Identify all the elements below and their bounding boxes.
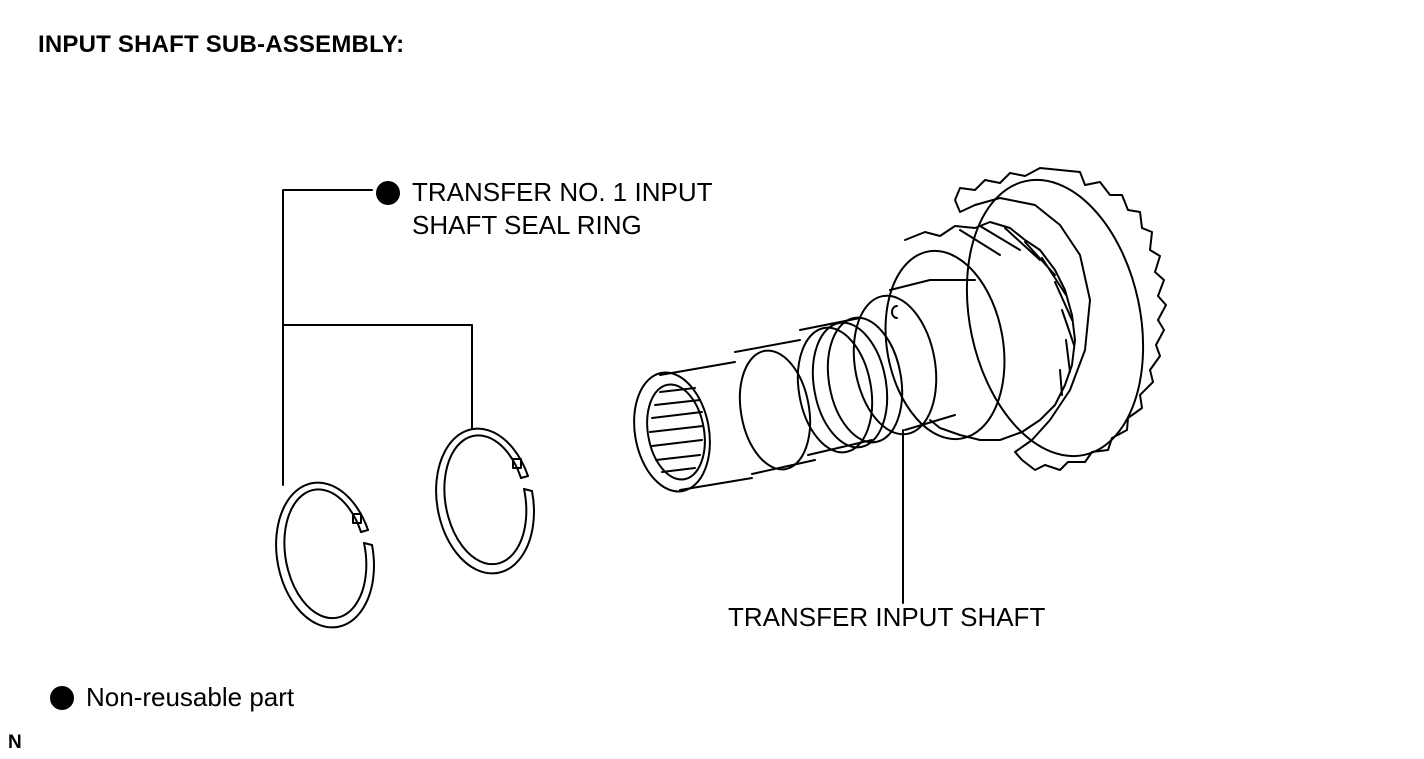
seal-ring-left xyxy=(275,481,375,629)
internal-splines xyxy=(649,387,704,473)
diagram-title: INPUT SHAFT SUB-ASSEMBLY: xyxy=(38,31,405,58)
seal-ring-label-line2: SHAFT SEAL RING xyxy=(412,210,642,240)
rear-gear-teeth xyxy=(954,167,1167,471)
seal-ring-leader-lines xyxy=(282,189,473,486)
input-shaft-label: TRANSFER INPUT SHAFT xyxy=(728,602,1046,632)
legend: Non-reusable part xyxy=(50,682,294,713)
corner-mark: N xyxy=(8,732,22,753)
legend-dot-icon xyxy=(50,685,74,710)
seal-ring-label-line1: TRANSFER NO. 1 INPUT xyxy=(412,177,713,207)
legend-non-reusable-text: Non-reusable part xyxy=(86,682,295,712)
seal-ring-right xyxy=(435,427,535,575)
non-reusable-dot-icon xyxy=(376,181,400,205)
helical-gear-teeth xyxy=(904,221,1076,441)
seal-ring-label: TRANSFER NO. 1 INPUT SHAFT SEAL RING xyxy=(376,176,713,242)
transfer-input-shaft xyxy=(633,167,1167,493)
